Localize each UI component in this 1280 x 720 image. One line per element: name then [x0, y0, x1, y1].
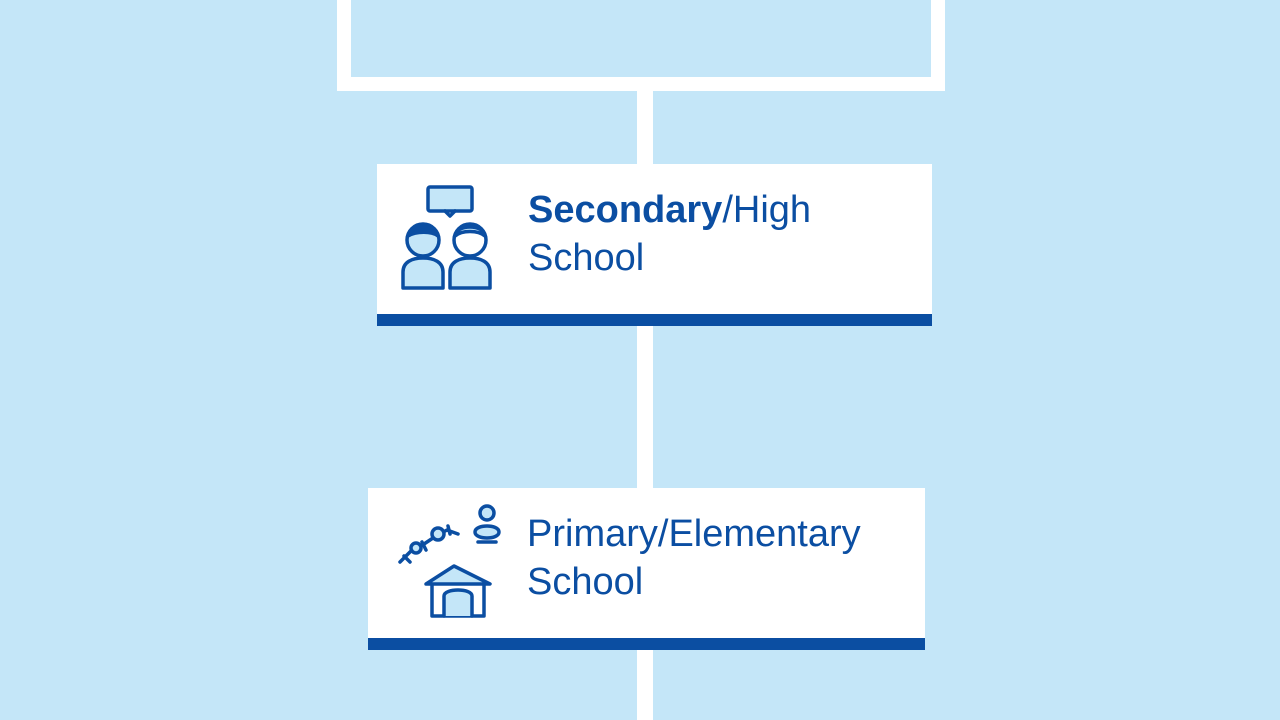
connector-top-to-secondary	[637, 90, 653, 166]
secondary-title-rest: /High	[722, 189, 812, 231]
schoolhouse-icon	[398, 504, 501, 618]
primary-title-rest: Primary/Elementary	[527, 513, 861, 555]
secondary-title-line2: School	[528, 237, 645, 279]
secondary-high-school-card: Secondary/High School	[377, 164, 932, 326]
primary-elementary-school-label: Primary/Elementary School	[527, 510, 861, 606]
connector-secondary-to-primary	[637, 324, 653, 490]
connector-primary-to-bottom	[637, 648, 653, 720]
students-icon	[401, 185, 492, 290]
primary-elementary-school-card: Primary/Elementary School	[368, 488, 925, 650]
secondary-title-bold: Secondary	[528, 189, 723, 231]
top-level-box	[337, 0, 945, 91]
secondary-high-school-label: Secondary/High School	[528, 186, 811, 282]
primary-title-line2: School	[527, 561, 644, 603]
